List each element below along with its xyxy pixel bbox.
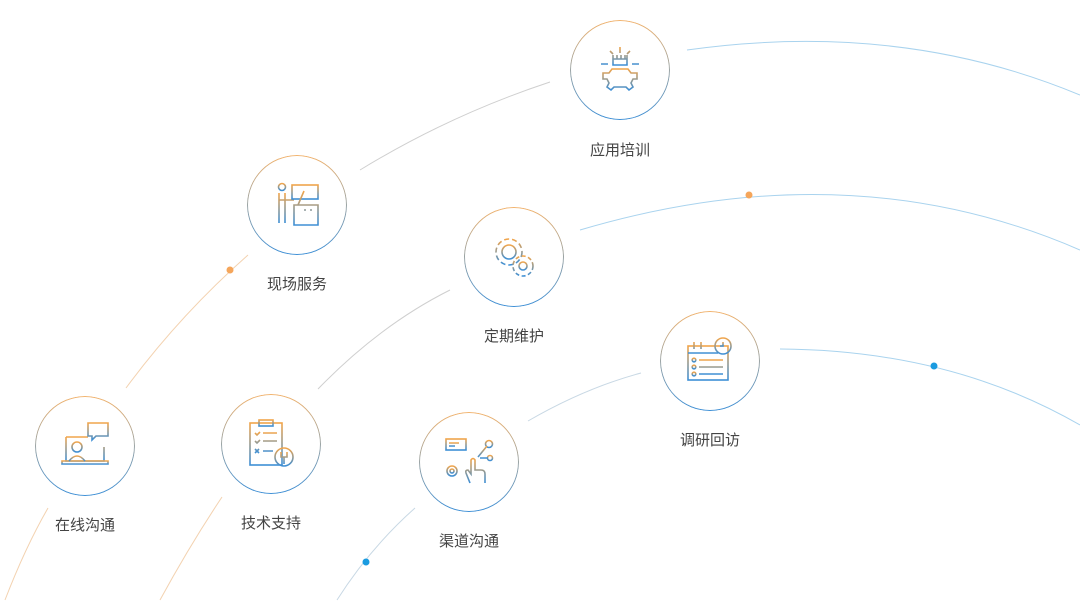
dot <box>362 558 370 566</box>
arc <box>359 81 551 171</box>
presenter-board-icon <box>277 182 319 226</box>
node-label: 渠道沟通 <box>438 532 499 550</box>
fist-gear-icon <box>601 47 639 92</box>
dot <box>930 362 938 370</box>
dot <box>226 266 234 274</box>
node-ring <box>419 412 519 512</box>
hand-network-icon <box>445 438 494 484</box>
node-survey-visit <box>660 311 760 411</box>
node-ring <box>570 20 670 120</box>
node-label: 调研回访 <box>679 431 740 449</box>
arc <box>159 496 223 601</box>
arc <box>579 193 1080 251</box>
node-label: 定期维护 <box>483 327 544 345</box>
calendar-clock-icon <box>687 337 732 381</box>
node-label: 技术支持 <box>240 514 301 532</box>
node-label: 应用培训 <box>589 141 650 159</box>
laptop-chat-icon <box>61 422 109 465</box>
node-ring <box>221 394 321 494</box>
node-label: 现场服务 <box>266 275 327 293</box>
node-ring <box>35 396 135 496</box>
arc <box>779 348 1080 426</box>
node-online-chat <box>35 396 135 496</box>
node-tech-support <box>221 394 321 494</box>
gears-maintenance-icon <box>495 238 534 277</box>
node-app-training <box>570 20 670 120</box>
dot <box>745 191 753 199</box>
clipboard-wrench-icon <box>249 419 294 467</box>
arc <box>4 507 49 601</box>
arc <box>336 507 416 601</box>
node-maintenance <box>464 207 564 307</box>
node-onsite-service <box>247 155 347 255</box>
arc <box>527 372 642 422</box>
node-label: 在线沟通 <box>54 516 115 534</box>
node-channel-communication <box>419 412 519 512</box>
node-ring <box>660 311 760 411</box>
arc <box>317 289 451 390</box>
arc <box>686 40 1080 96</box>
